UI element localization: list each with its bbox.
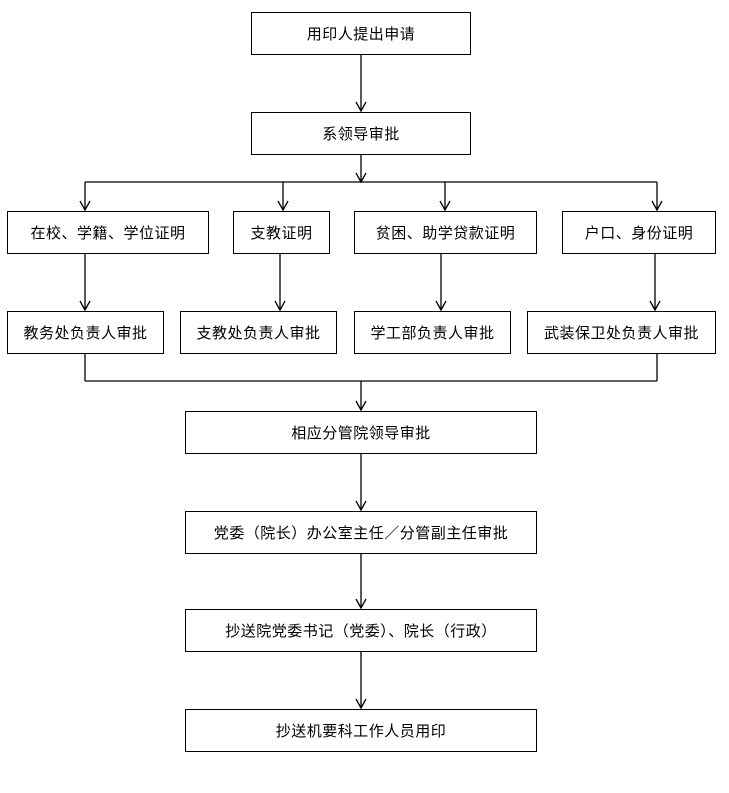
approver-box-academic-affairs: 教务处负责人审批 — [7, 311, 164, 354]
approver-label-academic-affairs: 教务处负责人审批 — [23, 324, 148, 342]
certificate-label-household-identity: 户口、身份证明 — [584, 224, 694, 242]
certificate-box-teaching-support: 支教证明 — [233, 211, 330, 254]
step-office-approval-box: 党委（院长）办公室主任／分管副主任审批 — [185, 511, 537, 554]
certificate-label-teaching-support: 支教证明 — [250, 224, 313, 242]
approver-box-teaching-support: 支教处负责人审批 — [180, 311, 337, 354]
certificate-box-enrollment: 在校、学籍、学位证明 — [7, 211, 209, 254]
step-office-approval-label: 党委（院长）办公室主任／分管副主任审批 — [213, 524, 509, 542]
step-leader-approval-box: 相应分管院领导审批 — [185, 411, 537, 454]
certificate-box-poverty-loan: 贫困、助学贷款证明 — [354, 211, 537, 254]
step-seal-box: 抄送机要科工作人员用印 — [185, 709, 537, 752]
approver-label-teaching-support: 支教处负责人审批 — [196, 324, 321, 342]
step-copy-label: 抄送院党委书记（党委）、院长（行政） — [225, 622, 497, 640]
approver-label-student-affairs: 学工部负责人审批 — [370, 324, 495, 342]
step-dept-approval-box: 系领导审批 — [251, 112, 471, 155]
certificate-box-household-identity: 户口、身份证明 — [562, 211, 716, 254]
step-seal-label: 抄送机要科工作人员用印 — [275, 722, 447, 740]
step-apply-label: 用印人提出申请 — [306, 25, 416, 43]
step-dept-approval-label: 系领导审批 — [322, 125, 400, 143]
step-copy-box: 抄送院党委书记（党委）、院长（行政） — [185, 609, 537, 652]
step-apply-box: 用印人提出申请 — [251, 12, 471, 55]
certificate-label-enrollment: 在校、学籍、学位证明 — [30, 224, 186, 242]
step-leader-approval-label: 相应分管院领导审批 — [291, 424, 431, 442]
approver-label-security: 武装保卫处负责人审批 — [543, 324, 699, 342]
approver-box-student-affairs: 学工部负责人审批 — [354, 311, 511, 354]
approver-box-security: 武装保卫处负责人审批 — [527, 311, 716, 354]
certificate-label-poverty-loan: 贫困、助学贷款证明 — [375, 224, 516, 242]
